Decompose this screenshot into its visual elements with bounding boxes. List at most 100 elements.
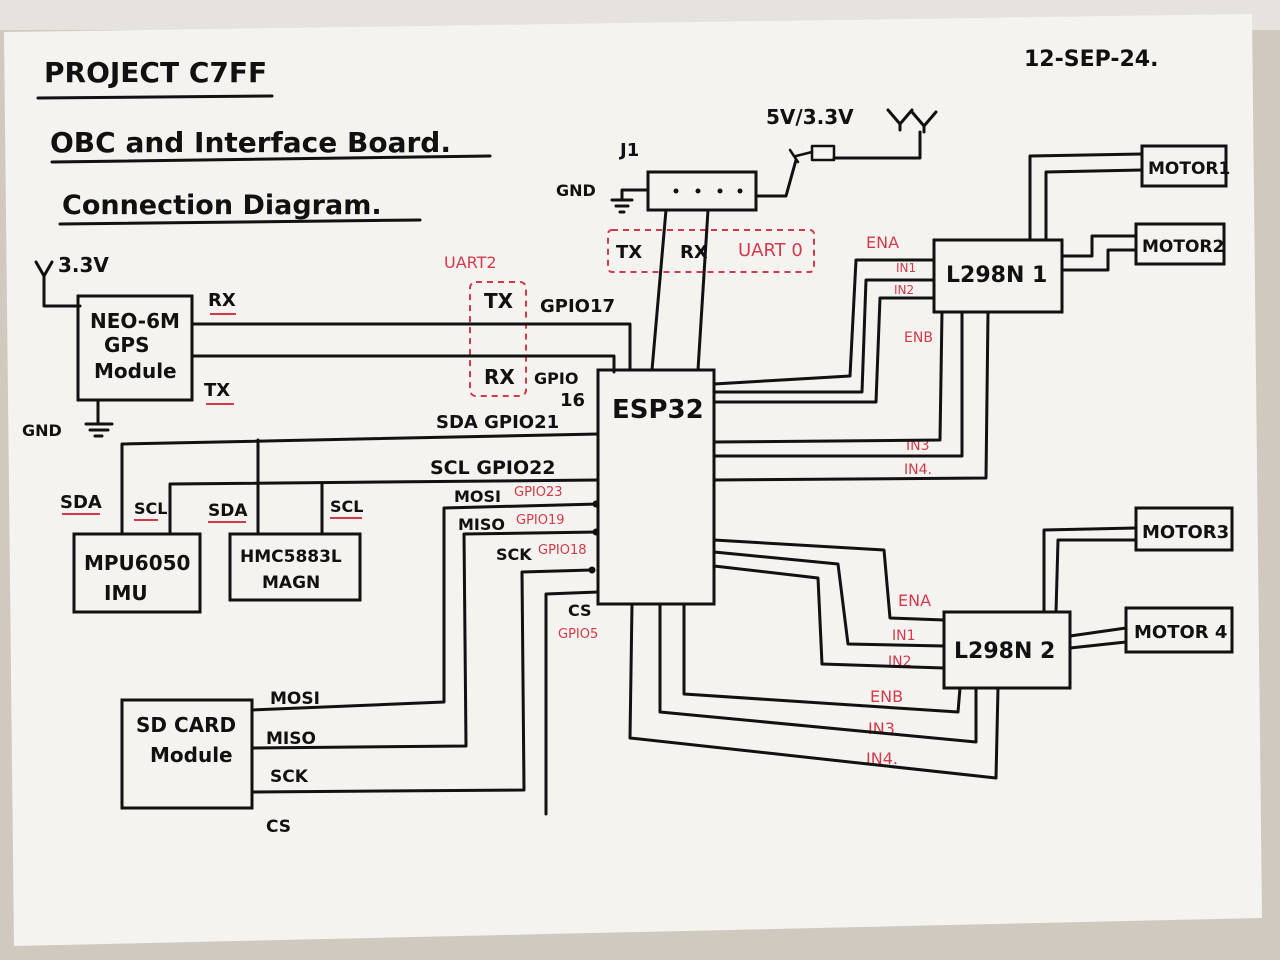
title-line-3: Connection Diagram. bbox=[62, 190, 382, 221]
l298n-1-box bbox=[932, 238, 1064, 314]
d1-in2-label: IN2 bbox=[894, 283, 914, 297]
title-line3-underline bbox=[58, 218, 422, 226]
gps-name-line1: NEO-6M bbox=[90, 309, 180, 333]
l298n-2-label: L298N 2 bbox=[954, 639, 1055, 664]
gpio23-label: GPIO23 bbox=[514, 485, 563, 500]
j1-pin bbox=[695, 188, 701, 194]
gps-module-box bbox=[76, 294, 194, 402]
motor1-wire-b bbox=[1044, 168, 1144, 242]
sd-sck-label: SCK bbox=[270, 767, 309, 787]
gps-gnd-label: GND bbox=[22, 421, 62, 440]
motor4-wire-a bbox=[1068, 626, 1128, 638]
d1-in1-label: IN1 bbox=[896, 261, 916, 275]
power-5v-label: 5V/3.3V bbox=[766, 105, 854, 129]
d1-in2-wire bbox=[712, 296, 936, 404]
motor3-wire-b bbox=[1054, 538, 1138, 614]
gps-tx-label: TX bbox=[204, 380, 230, 401]
spi-sck-pin-label: SCK bbox=[496, 545, 532, 564]
scl-bus-wire bbox=[168, 478, 600, 536]
d2-in4-wire bbox=[628, 602, 1000, 780]
spi-cs-wire bbox=[544, 590, 600, 816]
gpio16-label: GPIO bbox=[534, 369, 578, 388]
mpu-sda-label: SDA bbox=[60, 492, 102, 513]
hmc-name-line1: HMC5883L bbox=[240, 547, 342, 567]
d1-ena-label: ENA bbox=[866, 233, 899, 252]
gpio5-label: GPIO5 bbox=[558, 627, 598, 642]
sda-bus-wire bbox=[120, 432, 600, 536]
title-underline bbox=[36, 94, 274, 100]
scl-gpio22-label: SCL GPIO22 bbox=[430, 457, 556, 479]
d2-in1-wire bbox=[712, 550, 946, 648]
spi-mosi-pin-label: MOSI bbox=[454, 487, 501, 506]
j1-pin bbox=[673, 188, 679, 194]
motor4-wire-b bbox=[1068, 640, 1128, 650]
power-to-j1-wire bbox=[756, 158, 798, 198]
diagram-date: 12-SEP-24. bbox=[1024, 47, 1158, 72]
motor2-label: MOTOR2 bbox=[1142, 237, 1224, 257]
hmc-name-line2: MAGN bbox=[262, 573, 320, 593]
uart2-group bbox=[469, 281, 527, 397]
motor2-box bbox=[1134, 222, 1226, 266]
d2-in2-wire bbox=[712, 564, 946, 670]
j1-label: J1 bbox=[618, 140, 639, 161]
sd-cs-label: CS bbox=[266, 817, 291, 837]
motor1-wire-a bbox=[1028, 152, 1144, 242]
antenna-icon bbox=[34, 260, 82, 308]
mpu-scl-label: SCL bbox=[134, 499, 167, 518]
hmc5883l-box bbox=[228, 532, 362, 602]
j1-tx-label: TX bbox=[616, 242, 642, 263]
uart0-label: UART 0 bbox=[738, 240, 803, 261]
sd-mosi-label: MOSI bbox=[270, 689, 320, 709]
gps-tx-wire bbox=[190, 354, 616, 374]
gps-name-line2: GPS bbox=[104, 333, 149, 357]
ground-icon bbox=[84, 398, 114, 438]
gpio17-label: GPIO17 bbox=[540, 296, 615, 317]
uart2-label: UART2 bbox=[444, 253, 497, 272]
project-title: PROJECT C7FF bbox=[44, 56, 267, 89]
sd-miso-label: MISO bbox=[266, 729, 316, 749]
d1-in4-label: IN4. bbox=[904, 462, 932, 478]
d1-in3-label: IN3 bbox=[906, 438, 930, 454]
ground-icon bbox=[610, 188, 650, 214]
paper-sheet bbox=[4, 14, 1262, 946]
spi-miso-wire bbox=[250, 530, 600, 750]
motor3-wire-a bbox=[1042, 526, 1138, 614]
power-3v3-label: 3.3V bbox=[58, 253, 109, 277]
power-wire bbox=[832, 130, 922, 160]
uart0-wires bbox=[650, 208, 710, 372]
sda-gpio21-label: SDA GPIO21 bbox=[436, 412, 559, 433]
gps-rx-label: RX bbox=[208, 290, 236, 311]
d1-ena-wire bbox=[712, 258, 936, 386]
hmc-sda-label: SDA bbox=[208, 501, 248, 521]
spi-cs-pin-label: CS bbox=[568, 601, 592, 620]
motor1-box bbox=[1140, 144, 1228, 188]
d2-ena-wire bbox=[712, 538, 946, 622]
gps-rx-wire bbox=[190, 322, 632, 372]
sd-name-line1: SD CARD bbox=[136, 713, 236, 737]
uart0-group bbox=[607, 229, 815, 273]
gpio18-label: GPIO18 bbox=[538, 543, 587, 558]
title-line2-underline bbox=[50, 154, 492, 164]
spi-sck-wire bbox=[250, 568, 594, 794]
gpio16-number: 16 bbox=[560, 390, 585, 411]
d2-enb-wire bbox=[682, 602, 962, 714]
sd-card-box bbox=[120, 698, 254, 810]
d2-in1-label: IN1 bbox=[892, 628, 916, 644]
j1-rx-label: RX bbox=[680, 242, 708, 263]
mpu-name-line1: MPU6050 bbox=[84, 551, 190, 575]
mpu-name-line2: IMU bbox=[104, 581, 148, 605]
j1-pin bbox=[717, 188, 723, 194]
motor2-wire-b bbox=[1060, 248, 1138, 272]
sd-name-line2: Module bbox=[150, 743, 233, 767]
d1-in3-wire bbox=[712, 310, 964, 458]
d1-enb-wire bbox=[712, 310, 944, 444]
title-line-2: OBC and Interface Board. bbox=[50, 126, 451, 159]
l298n-1-label: L298N 1 bbox=[946, 263, 1047, 288]
l298n-2-box bbox=[942, 610, 1072, 690]
esp32-label: ESP32 bbox=[612, 395, 704, 425]
j1-pin bbox=[737, 188, 743, 194]
j1-gnd-label: GND bbox=[556, 181, 596, 200]
d2-in3-wire bbox=[658, 602, 978, 744]
motor3-label: MOTOR3 bbox=[1142, 522, 1229, 543]
motor2-wire-a bbox=[1060, 234, 1138, 258]
